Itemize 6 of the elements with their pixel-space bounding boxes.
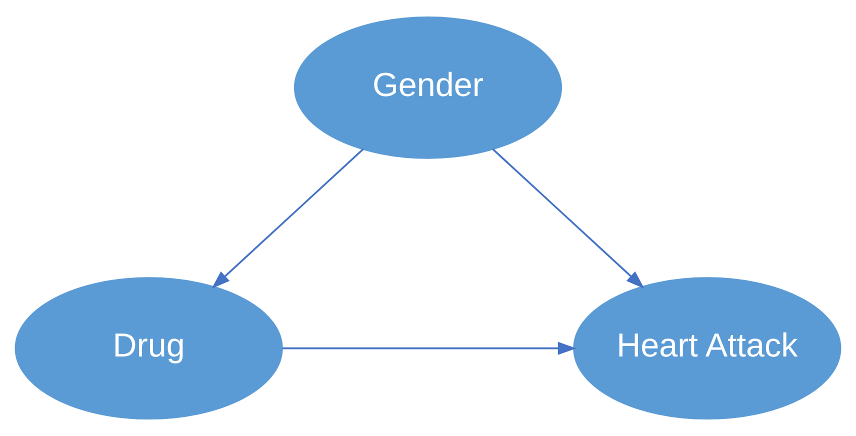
node-ellipse: Gender (294, 16, 562, 159)
arrow (212, 148, 364, 289)
node-ellipse: Heart Attack (573, 277, 842, 420)
arrow (282, 342, 576, 355)
node-ellipse: Drug (14, 277, 283, 420)
arrow (492, 148, 644, 289)
